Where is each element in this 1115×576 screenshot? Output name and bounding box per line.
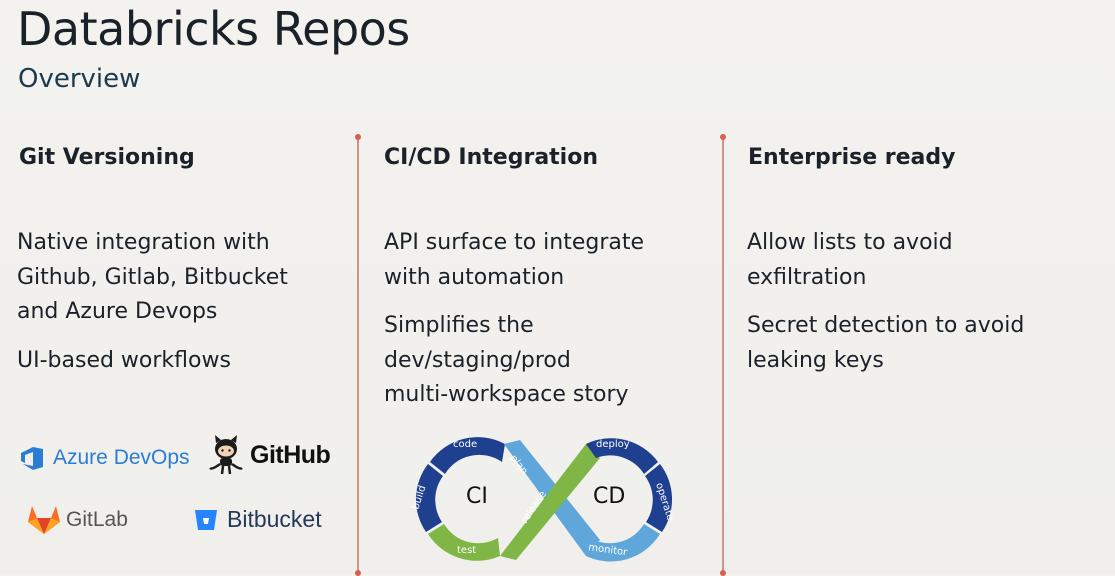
cd-monitor-segment xyxy=(586,524,660,562)
ci-code-segment xyxy=(430,437,505,474)
release-green-band xyxy=(500,444,600,560)
column-heading: Git Versioning xyxy=(19,145,195,170)
page-title: Databricks Repos xyxy=(17,2,410,56)
text-line: and Azure Devops xyxy=(17,299,218,324)
text-line: dev/staging/prod xyxy=(384,347,571,373)
text-line: multi-workspace story xyxy=(384,382,629,407)
text-line: API surface to integrate xyxy=(384,230,645,255)
cicd-loop-diagram: CI CD code build test plan release deplo… xyxy=(410,437,676,562)
text-line: exfiltration xyxy=(747,264,867,290)
text-line: with automation xyxy=(384,264,565,290)
column-text-block: Native integration with Github, Gitlab, … xyxy=(17,226,288,378)
github-label: GitHub xyxy=(250,440,331,469)
gitlab-label: GitLab xyxy=(66,507,128,531)
text-line: Github, Gitlab, Bitbucket xyxy=(17,264,288,290)
step-code: code xyxy=(453,439,477,450)
ci-label: CI xyxy=(466,484,488,509)
text-line: leaking keys xyxy=(747,347,884,373)
octocat-icon xyxy=(209,435,243,475)
step-test: test xyxy=(457,545,476,556)
text-line: Secret detection to avoid xyxy=(747,313,1025,338)
column-text-block: API surface to integrate with automation… xyxy=(384,226,644,413)
text-line: Native integration with xyxy=(17,230,270,255)
text-line: UI-based workflows xyxy=(17,347,231,373)
azure-devops-label: Azure DevOps xyxy=(53,446,190,469)
column-heading: CI/CD Integration xyxy=(384,145,598,170)
bitbucket-label: Bitbucket xyxy=(227,506,322,532)
github-logo: GitHub xyxy=(206,434,331,476)
gitlab-logo: GitLab xyxy=(27,504,128,535)
text-line: Allow lists to avoid xyxy=(747,230,953,255)
text-line: Simplifies the xyxy=(384,313,534,338)
column-divider-1 xyxy=(355,134,361,576)
page-subtitle: Overview xyxy=(18,64,141,94)
cd-deploy-segment xyxy=(586,438,658,474)
column-heading: Enterprise ready xyxy=(748,145,956,170)
cd-operate-segment xyxy=(645,464,673,532)
step-deploy: deploy xyxy=(596,439,630,450)
bitbucket-logo: Bitbucket xyxy=(194,506,322,533)
cd-label: CD xyxy=(593,484,625,509)
column-text-block: Allow lists to avoid exfiltration Secret… xyxy=(747,226,1024,378)
ci-build-segment xyxy=(415,464,443,532)
gitlab-fox-icon xyxy=(28,506,60,534)
ci-test-segment xyxy=(428,524,500,561)
column-divider-2 xyxy=(720,134,726,576)
bitbucket-icon xyxy=(195,509,217,530)
azure-devops-logo: Azure DevOps xyxy=(19,445,190,471)
azure-devops-icon xyxy=(21,447,43,470)
